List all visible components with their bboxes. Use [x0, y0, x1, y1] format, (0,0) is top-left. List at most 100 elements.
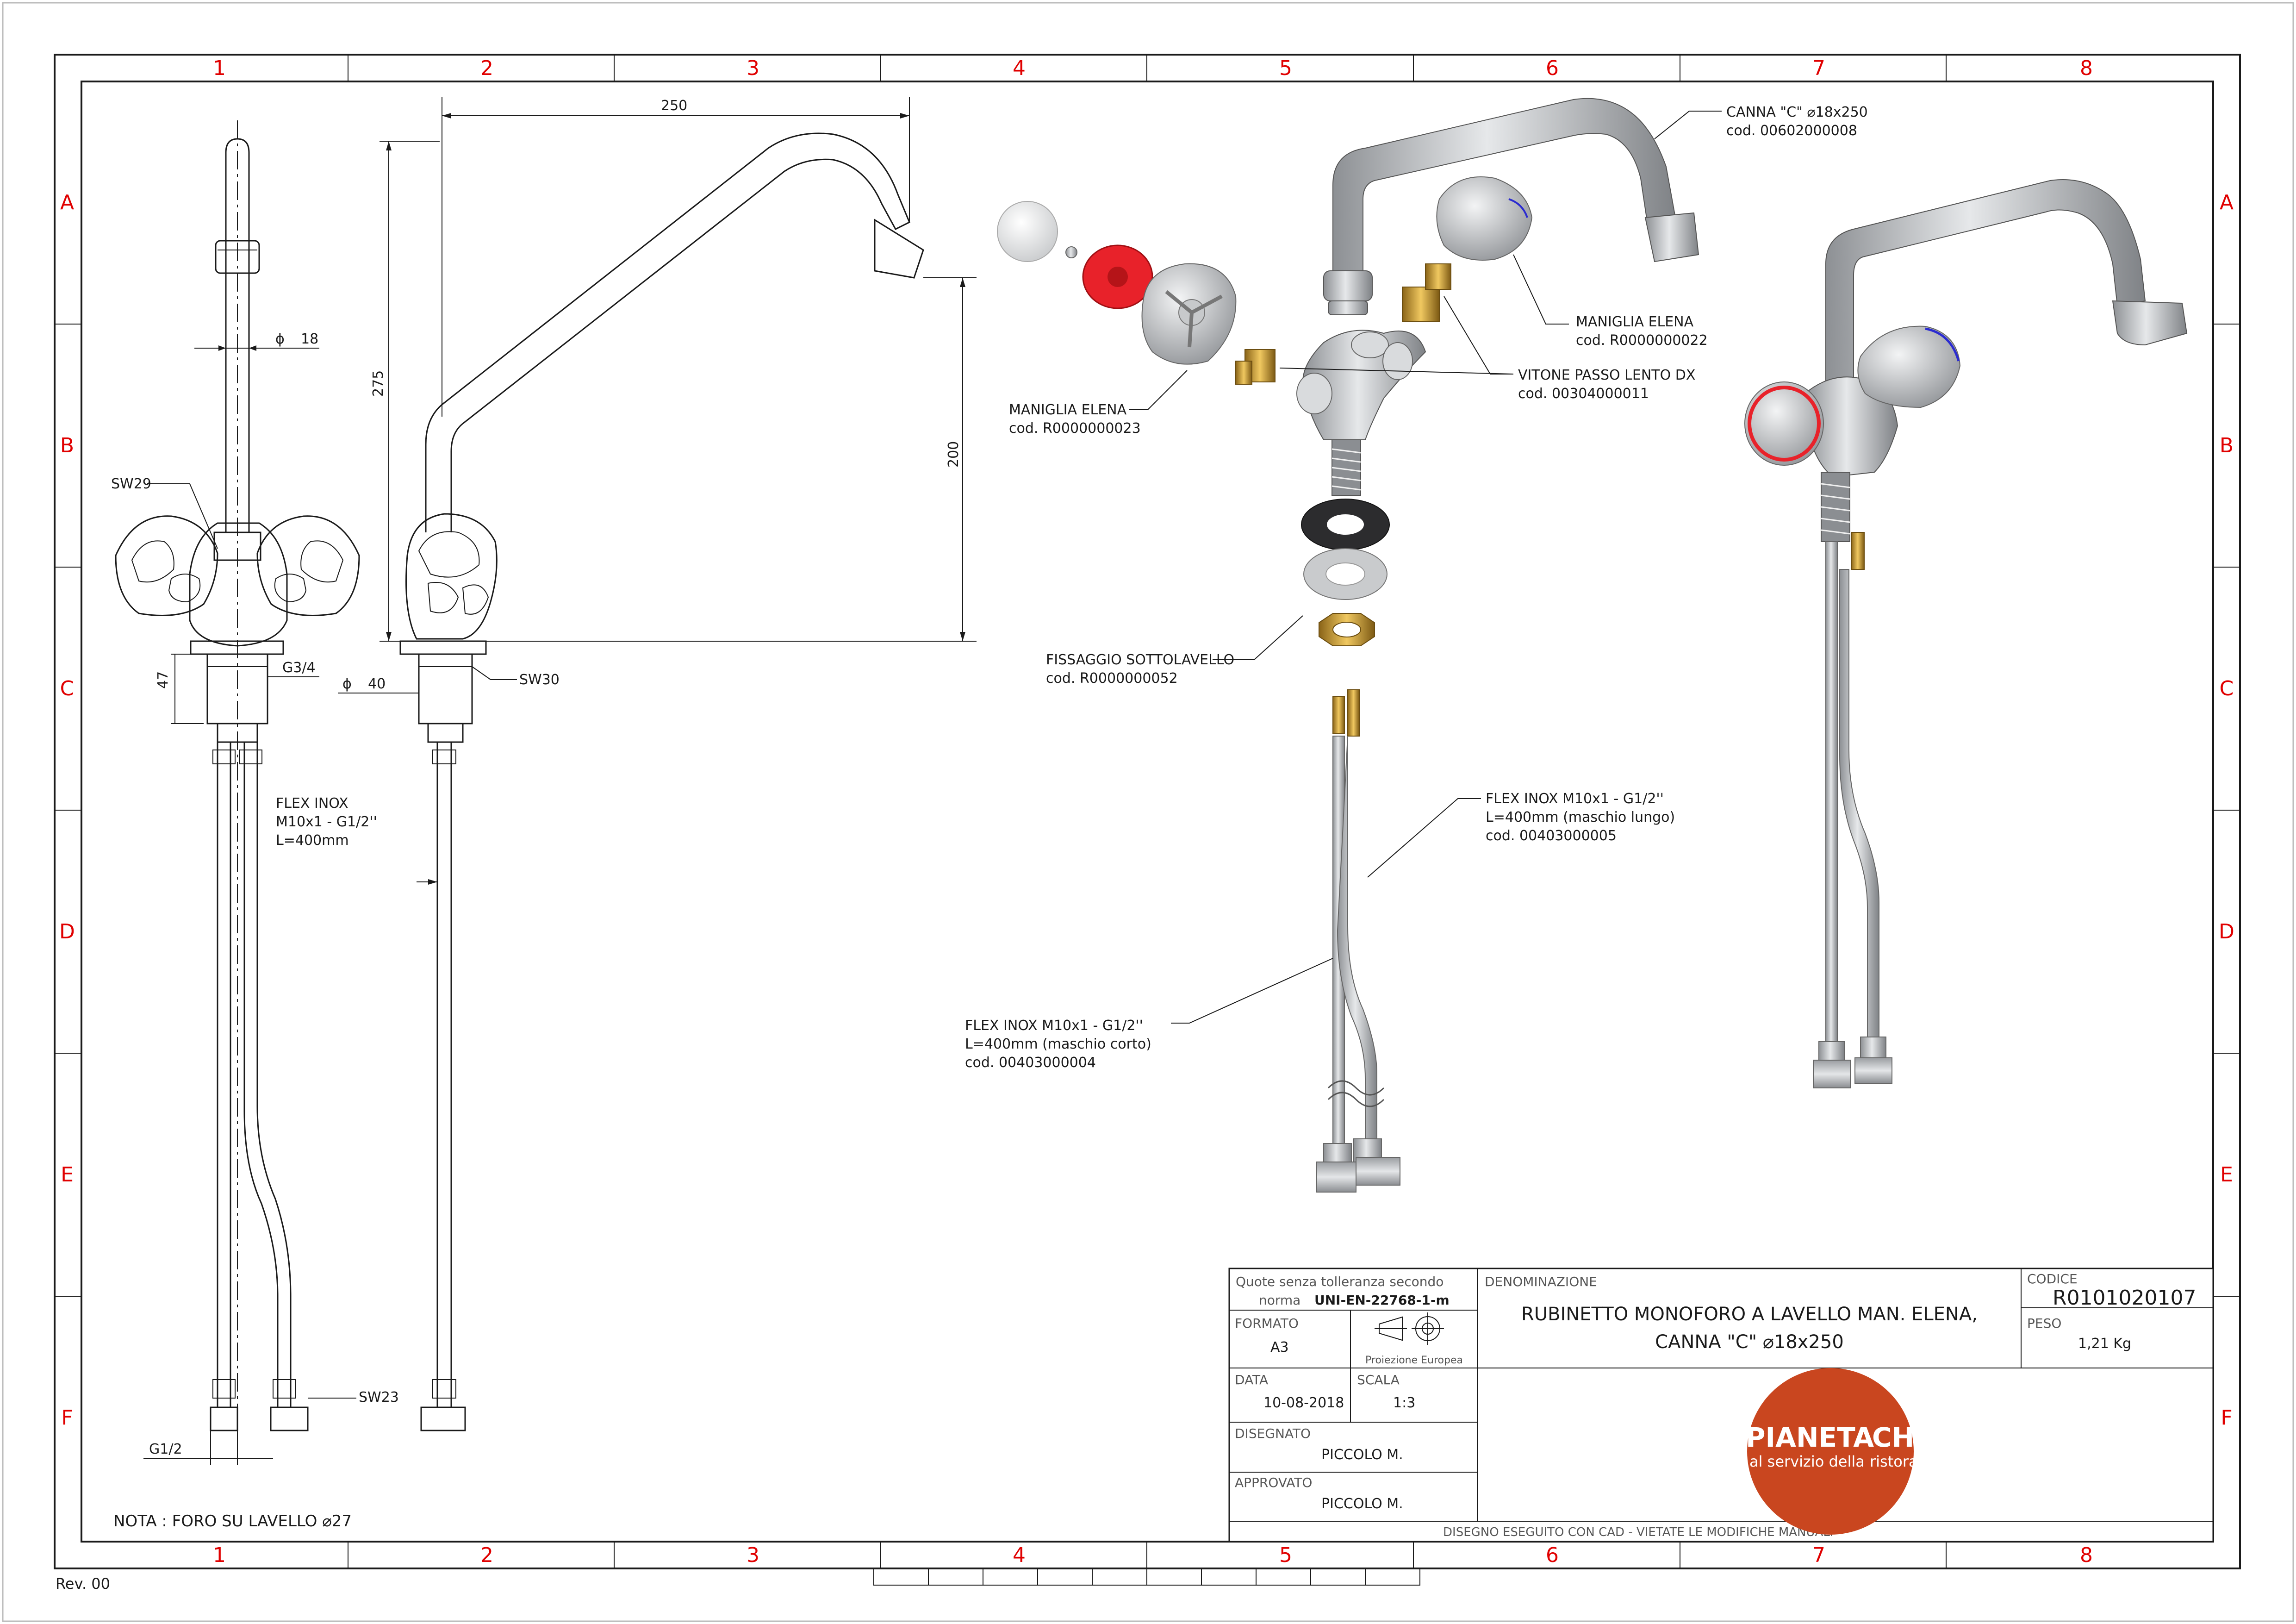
zone-col-2-bottom: 2 — [480, 1543, 493, 1567]
zone-col-3-bottom: 3 — [747, 1543, 759, 1567]
tb-formato: A3 — [1270, 1339, 1289, 1355]
tb-scala-label: SCALA — [1357, 1372, 1400, 1387]
title-block: Quote senza tolleranza secondo norma UNI… — [1228, 1268, 2214, 1543]
label-flex-side-2: M10x1 - G1/2'' — [276, 814, 377, 830]
zone-col-5-top: 5 — [1279, 56, 1292, 80]
side-view-dimensions: 250 275 200 ϕ 40 SW30 — [338, 97, 977, 885]
dim-g12: G1/2 — [149, 1441, 182, 1457]
label-flex-side-1: FLEX INOX — [276, 795, 348, 812]
zone-row-a-right: A — [2220, 191, 2234, 214]
dim-275: 275 — [370, 370, 386, 397]
tb-peso: 1,21 Kg — [2078, 1336, 2131, 1352]
zone-row-f-right: F — [2221, 1406, 2232, 1430]
tb-tolerance-1: Quote senza tolleranza secondo — [1236, 1274, 1444, 1289]
callout-maniglia-sx-2: cod. R0000000023 — [1009, 420, 1141, 437]
tb-tolerance-2: norma — [1259, 1293, 1300, 1308]
tb-denominazione-2: CANNA "C" ⌀18x250 — [1655, 1331, 1844, 1353]
callout-fissaggio-2: cod. R0000000052 — [1046, 670, 1178, 687]
callout-flex-lungo-3: cod. 00403000005 — [1486, 828, 1617, 844]
callout-flex-lungo-1: FLEX INOX M10x1 - G1/2'' — [1486, 791, 1664, 807]
zone-row-d-right: D — [2219, 920, 2234, 943]
dim-18: 18 — [301, 331, 318, 347]
callout-flex-lungo-2: L=400mm (maschio lungo) — [1486, 809, 1675, 825]
callouts: CANNA "C" ⌀18x250 cod. 00602000008 MANIG… — [965, 104, 1868, 1071]
exploded-view — [997, 98, 1699, 1193]
zone-row-f-left: F — [61, 1406, 73, 1430]
front-view-drawing — [115, 120, 360, 1435]
front-view-dimensions: ϕ 18 SW29 47 G3/4 FLEX INOX M10x1 - G1/2… — [111, 331, 399, 1530]
tb-disegnato-label: DISEGNATO — [1235, 1426, 1311, 1441]
callout-maniglia-sx-1: MANIGLIA ELENA — [1009, 402, 1127, 418]
zone-col-1-bottom: 1 — [213, 1543, 226, 1567]
dim-47: 47 — [155, 671, 171, 689]
logo-tagline-1: al servizio della — [1749, 1453, 1865, 1470]
european-projection-icon — [1375, 1312, 1444, 1345]
label-sw30: SW30 — [519, 672, 560, 688]
zone-row-b-left: B — [60, 434, 74, 457]
tb-formato-label: FORMATO — [1235, 1316, 1299, 1331]
zone-row-d-left: D — [59, 920, 75, 943]
label-sw29: SW29 — [111, 476, 151, 492]
logo-tagline-2: ristorazione — [1870, 1453, 1957, 1470]
callout-maniglia-dx-1: MANIGLIA ELENA — [1576, 314, 1694, 330]
assembled-view — [1744, 179, 2188, 1088]
zone-col-5-bottom: 5 — [1279, 1543, 1292, 1567]
dim-g34: G3/4 — [282, 660, 316, 676]
logo-disc — [1747, 1368, 1914, 1535]
logo-word-pianeta: PIANETA — [1746, 1422, 1874, 1453]
tb-denominazione-1: RUBINETTO MONOFORO A LAVELLO MAN. ELENA, — [1521, 1304, 1978, 1325]
dim-phi-40: ϕ — [342, 676, 352, 692]
callout-canna-1: CANNA "C" ⌀18x250 — [1726, 104, 1868, 120]
tb-projection: Proiezione Europea — [1365, 1355, 1463, 1366]
revision-label: Rev. 00 — [56, 1575, 110, 1593]
dim-200: 200 — [946, 441, 962, 468]
zone-col-1-top: 1 — [213, 56, 226, 80]
tb-peso-label: PESO — [2027, 1316, 2061, 1331]
zone-col-6-top: 6 — [1546, 56, 1559, 80]
zone-labels: 1 2 3 4 5 6 7 8 1 2 3 4 5 6 7 8 A B C D … — [59, 56, 2234, 1567]
tb-data-label: DATA — [1235, 1372, 1268, 1387]
dim-40: 40 — [368, 676, 386, 692]
tb-codice-label: CODICE — [2027, 1271, 2078, 1287]
callout-flex-corto-2: L=400mm (maschio corto) — [965, 1036, 1151, 1052]
zone-col-4-bottom: 4 — [1013, 1543, 1026, 1567]
zone-col-7-bottom: 7 — [1812, 1543, 1825, 1567]
zone-row-c-right: C — [2220, 677, 2234, 700]
zone-col-3-top: 3 — [747, 56, 759, 80]
dim-phi-18: ϕ — [275, 331, 285, 347]
zone-col-6-bottom: 6 — [1546, 1543, 1559, 1567]
callout-flex-corto-3: cod. 00403000004 — [965, 1055, 1096, 1071]
callout-fissaggio-1: FISSAGGIO SOTTOLAVELLO — [1046, 652, 1234, 668]
zone-col-4-top: 4 — [1013, 56, 1026, 80]
tb-approvato: PICCOLO M. — [1321, 1496, 1403, 1512]
callout-maniglia-dx-2: cod. R0000000022 — [1576, 332, 1708, 349]
callout-canna-2: cod. 00602000008 — [1726, 123, 1857, 139]
tb-disegnato: PICCOLO M. — [1321, 1447, 1403, 1463]
tb-approvato-label: APPROVATO — [1235, 1475, 1312, 1490]
tb-tolerance-norm: UNI-EN-22768-1-m — [1314, 1293, 1450, 1308]
pianetachef-logo: PIANETA CHEF al servizio della ristorazi… — [1746, 1368, 1957, 1535]
zone-row-c-left: C — [60, 677, 75, 700]
logo-word-chef: CHEF — [1872, 1422, 1951, 1453]
tb-footer: DISEGNO ESEGUITO CON CAD - VIETATE LE MO… — [1443, 1525, 1833, 1539]
callout-vitone-1: VITONE PASSO LENTO DX — [1518, 367, 1695, 383]
zone-row-e-left: E — [61, 1163, 74, 1187]
tb-codice: R0101020107 — [2053, 1286, 2196, 1310]
zone-row-a-left: A — [60, 191, 74, 214]
zone-col-2-top: 2 — [480, 56, 493, 80]
note-foro-lavello: NOTA : FORO SU LAVELLO ⌀27 — [113, 1512, 352, 1530]
callout-vitone-2: cod. 00304000011 — [1518, 386, 1649, 402]
label-flex-side-3: L=400mm — [276, 832, 349, 849]
cap-ball — [997, 201, 1058, 262]
tb-data: 10-08-2018 — [1263, 1395, 1344, 1411]
callout-flex-corto-1: FLEX INOX M10x1 - G1/2'' — [965, 1018, 1143, 1034]
zone-col-8-top: 8 — [2080, 56, 2093, 80]
dim-250: 250 — [661, 98, 687, 114]
zone-col-7-top: 7 — [1812, 56, 1825, 80]
tb-scala: 1:3 — [1393, 1395, 1415, 1411]
zone-col-8-bottom: 8 — [2080, 1543, 2093, 1567]
zone-row-b-right: B — [2220, 434, 2234, 457]
side-view-drawing — [399, 132, 924, 1431]
